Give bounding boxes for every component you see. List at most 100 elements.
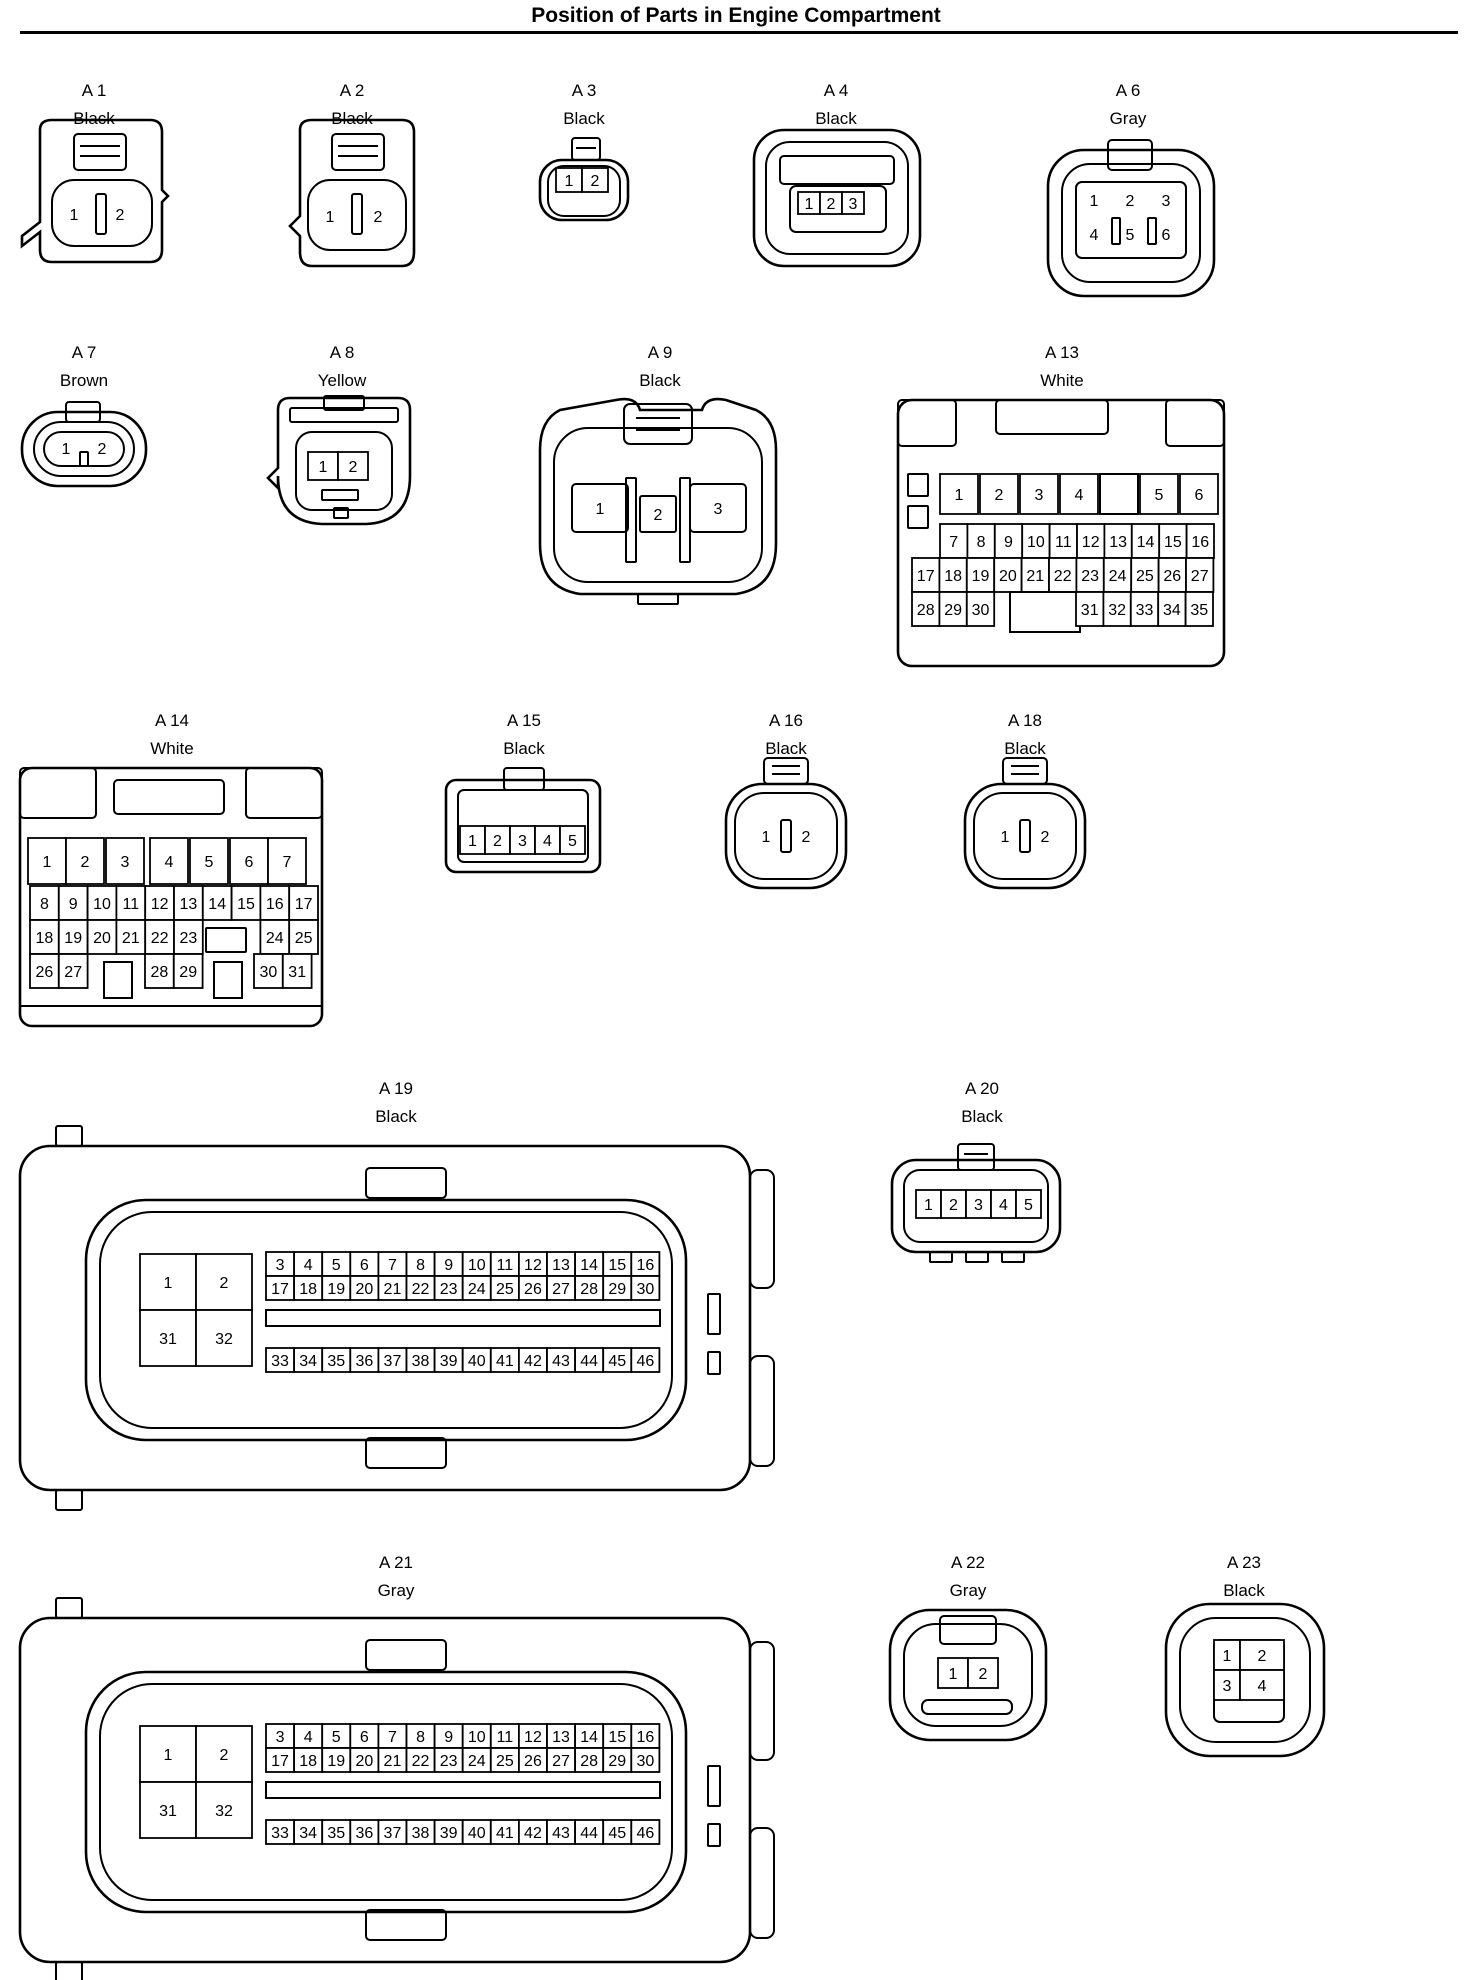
connector-outline — [43, 431, 125, 467]
pin-cell — [630, 1747, 661, 1773]
pin-cell — [940, 1189, 967, 1219]
connector-outline — [84, 1198, 688, 1442]
pin-cell — [57, 885, 89, 921]
connector-outline — [679, 477, 691, 563]
pin-label: 9 — [69, 896, 78, 913]
connector-outline — [365, 1167, 447, 1199]
pin-label: 1 — [326, 209, 335, 226]
pin-label: 32 — [215, 1803, 233, 1820]
pin-label: 1 — [164, 1275, 173, 1292]
pin-label: 43 — [552, 1353, 570, 1370]
pin-label: 7 — [949, 534, 958, 551]
connector-outline — [939, 1615, 997, 1645]
pin-label: 8 — [40, 896, 49, 913]
connector-outline — [1019, 819, 1031, 853]
connector-outline — [707, 1351, 721, 1375]
pin-cell — [938, 591, 968, 627]
pin-label: 45 — [608, 1825, 626, 1842]
pin-label: 2 — [827, 196, 836, 213]
connector-outline — [637, 593, 679, 605]
pin-cell — [461, 1275, 492, 1301]
connector-outline — [907, 505, 929, 529]
pin-cell — [195, 1253, 253, 1311]
connector-color: Black — [375, 1107, 417, 1126]
pin-label: 4 — [543, 833, 552, 850]
pin-label: 25 — [496, 1753, 514, 1770]
pin-label: 38 — [412, 1825, 430, 1842]
pin-cell — [377, 1251, 408, 1277]
pin-label: 5 — [568, 833, 577, 850]
pin-label: 1 — [596, 501, 605, 518]
connector-outline — [963, 782, 1087, 890]
pin-label: 43 — [552, 1825, 570, 1842]
page-title: Position of Parts in Engine Compartment — [531, 4, 941, 27]
connector-color: Black — [815, 109, 857, 128]
pin-label: 6 — [360, 1257, 369, 1274]
pin-cell — [139, 1309, 197, 1367]
pin-label: 2 — [374, 209, 383, 226]
connector-outline — [265, 1781, 661, 1799]
pin-cell — [259, 919, 291, 955]
connector-code: A 21 — [379, 1553, 413, 1572]
pin-cell — [1185, 557, 1215, 593]
connector-outline — [103, 961, 133, 999]
pin-label: 2 — [349, 459, 358, 476]
pin-label: 13 — [1109, 534, 1127, 551]
pin-label: 40 — [468, 1825, 486, 1842]
connector-code: A 3 — [572, 81, 597, 100]
pin-cell — [433, 1819, 464, 1845]
connector-outline — [995, 399, 1109, 435]
pin-cell — [377, 1819, 408, 1845]
pin-cell — [172, 953, 204, 989]
pin-cell — [979, 473, 1019, 515]
connector-color: Black — [961, 1107, 1003, 1126]
pin-label: 11 — [497, 1257, 514, 1274]
connector-outline — [724, 782, 848, 890]
pin-cell — [57, 919, 89, 955]
pin-cell — [630, 1819, 661, 1845]
connector-outline — [734, 792, 838, 880]
connector-code: A 23 — [1227, 1553, 1261, 1572]
pin-label: 1 — [319, 459, 328, 476]
connector-outline — [571, 137, 601, 161]
pin-label: 3 — [849, 196, 858, 213]
pin-cell — [1015, 1189, 1042, 1219]
pin-label: 23 — [440, 1281, 458, 1298]
connector-outline — [331, 133, 385, 171]
pin-cell — [293, 1347, 324, 1373]
connector-outline — [538, 397, 778, 596]
connector-color: Black — [1223, 1581, 1265, 1600]
pin-cell — [27, 837, 67, 885]
connector-outline — [213, 961, 243, 999]
connector-code: A 19 — [379, 1079, 413, 1098]
pin-cell — [518, 1347, 548, 1373]
pin-label: 27 — [552, 1281, 570, 1298]
pin-cell — [405, 1251, 436, 1277]
connector-outline — [1001, 1251, 1025, 1263]
pin-label: 15 — [608, 1729, 626, 1746]
title-rule — [20, 31, 1458, 34]
connector-outline — [1075, 181, 1187, 259]
pin-label: 42 — [524, 1353, 542, 1370]
pin-label: 24 — [468, 1281, 486, 1298]
pin-label: 46 — [636, 1353, 654, 1370]
connector-outline — [749, 1355, 775, 1467]
connector-code: A 16 — [769, 711, 803, 730]
pin-cell — [509, 825, 536, 855]
pin-label: 4 — [999, 1197, 1008, 1214]
pin-label: 2 — [979, 1666, 988, 1683]
connector-outline — [289, 407, 399, 423]
connector-outline — [73, 133, 127, 171]
pin-label: 1 — [949, 1666, 958, 1683]
pin-label: 30 — [260, 964, 278, 981]
connector-outline — [707, 1765, 721, 1807]
pin-label: 2 — [995, 487, 1004, 504]
connector-outline — [1111, 217, 1121, 245]
connector-outline — [623, 403, 693, 445]
pin-label: 30 — [636, 1281, 654, 1298]
connector-outline — [763, 757, 809, 785]
pin-label: 20 — [93, 930, 111, 947]
pin-label: 24 — [468, 1753, 486, 1770]
